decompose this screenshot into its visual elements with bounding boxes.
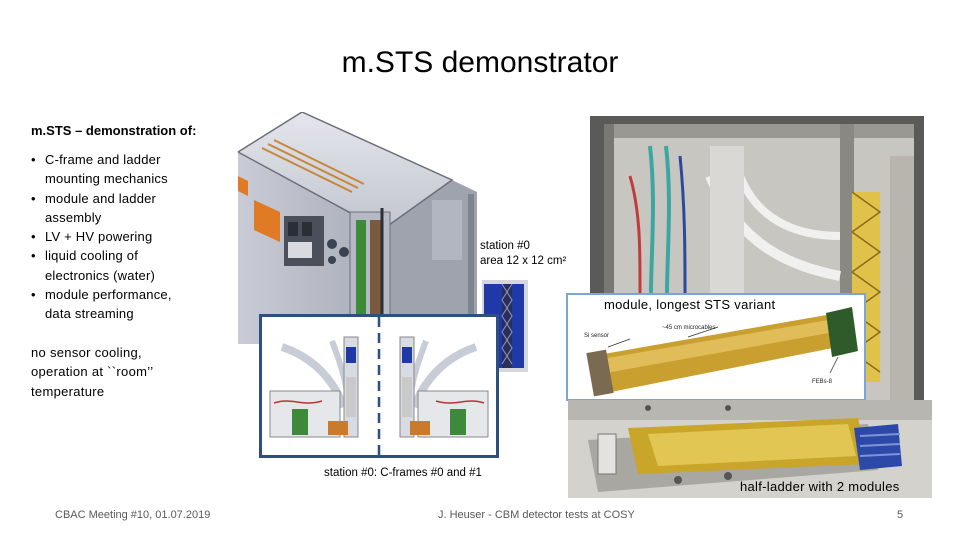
cad-box-image — [237, 112, 477, 344]
half-ladder-photo — [568, 400, 932, 498]
cframes-drawing — [259, 314, 499, 458]
module-caption: module, longest STS variant — [604, 297, 776, 312]
footer-meeting: CBAC Meeting #10, 01.07.2019 — [55, 509, 211, 521]
station-label: station #0 area 12 x 12 cm² — [480, 239, 566, 269]
cooling-note: no sensor cooling, operation at ``room’’… — [31, 345, 153, 399]
bullet-item: liquid cooling of electronics (water) — [31, 246, 201, 285]
cframes-caption: station #0: C-frames #0 and #1 — [324, 467, 482, 479]
bullet-item: C-frame and ladder mounting mechanics — [31, 150, 201, 189]
sensor-tag: Si sensor — [584, 333, 610, 339]
module-photo: Si sensor ~45 cm microcables FEBs-8 — [566, 293, 866, 401]
page-number: 5 — [897, 509, 904, 521]
intro-heading: m.STS – demonstration of: — [31, 123, 197, 138]
microcable-tag: ~45 cm microcables — [662, 325, 716, 331]
station-label-line: station #0 — [480, 240, 530, 252]
bullet-item: LV + HV powering — [31, 227, 201, 247]
bullet-item: module and ladder assembly — [31, 189, 201, 228]
station-sensor-image — [482, 280, 528, 372]
feb-tag: FEBs-8 — [812, 379, 833, 385]
bullet-item: module performance, data streaming — [31, 285, 201, 324]
slide-title: m.STS demonstrator — [341, 46, 619, 79]
feature-list: C-frame and ladder mounting mechanics mo… — [31, 150, 201, 324]
half-ladder-caption: half-ladder with 2 modules — [740, 479, 900, 494]
station-area-line: area 12 x 12 cm² — [480, 255, 567, 267]
footer-author: J. Heuser - CBM detector tests at COSY — [438, 509, 635, 521]
